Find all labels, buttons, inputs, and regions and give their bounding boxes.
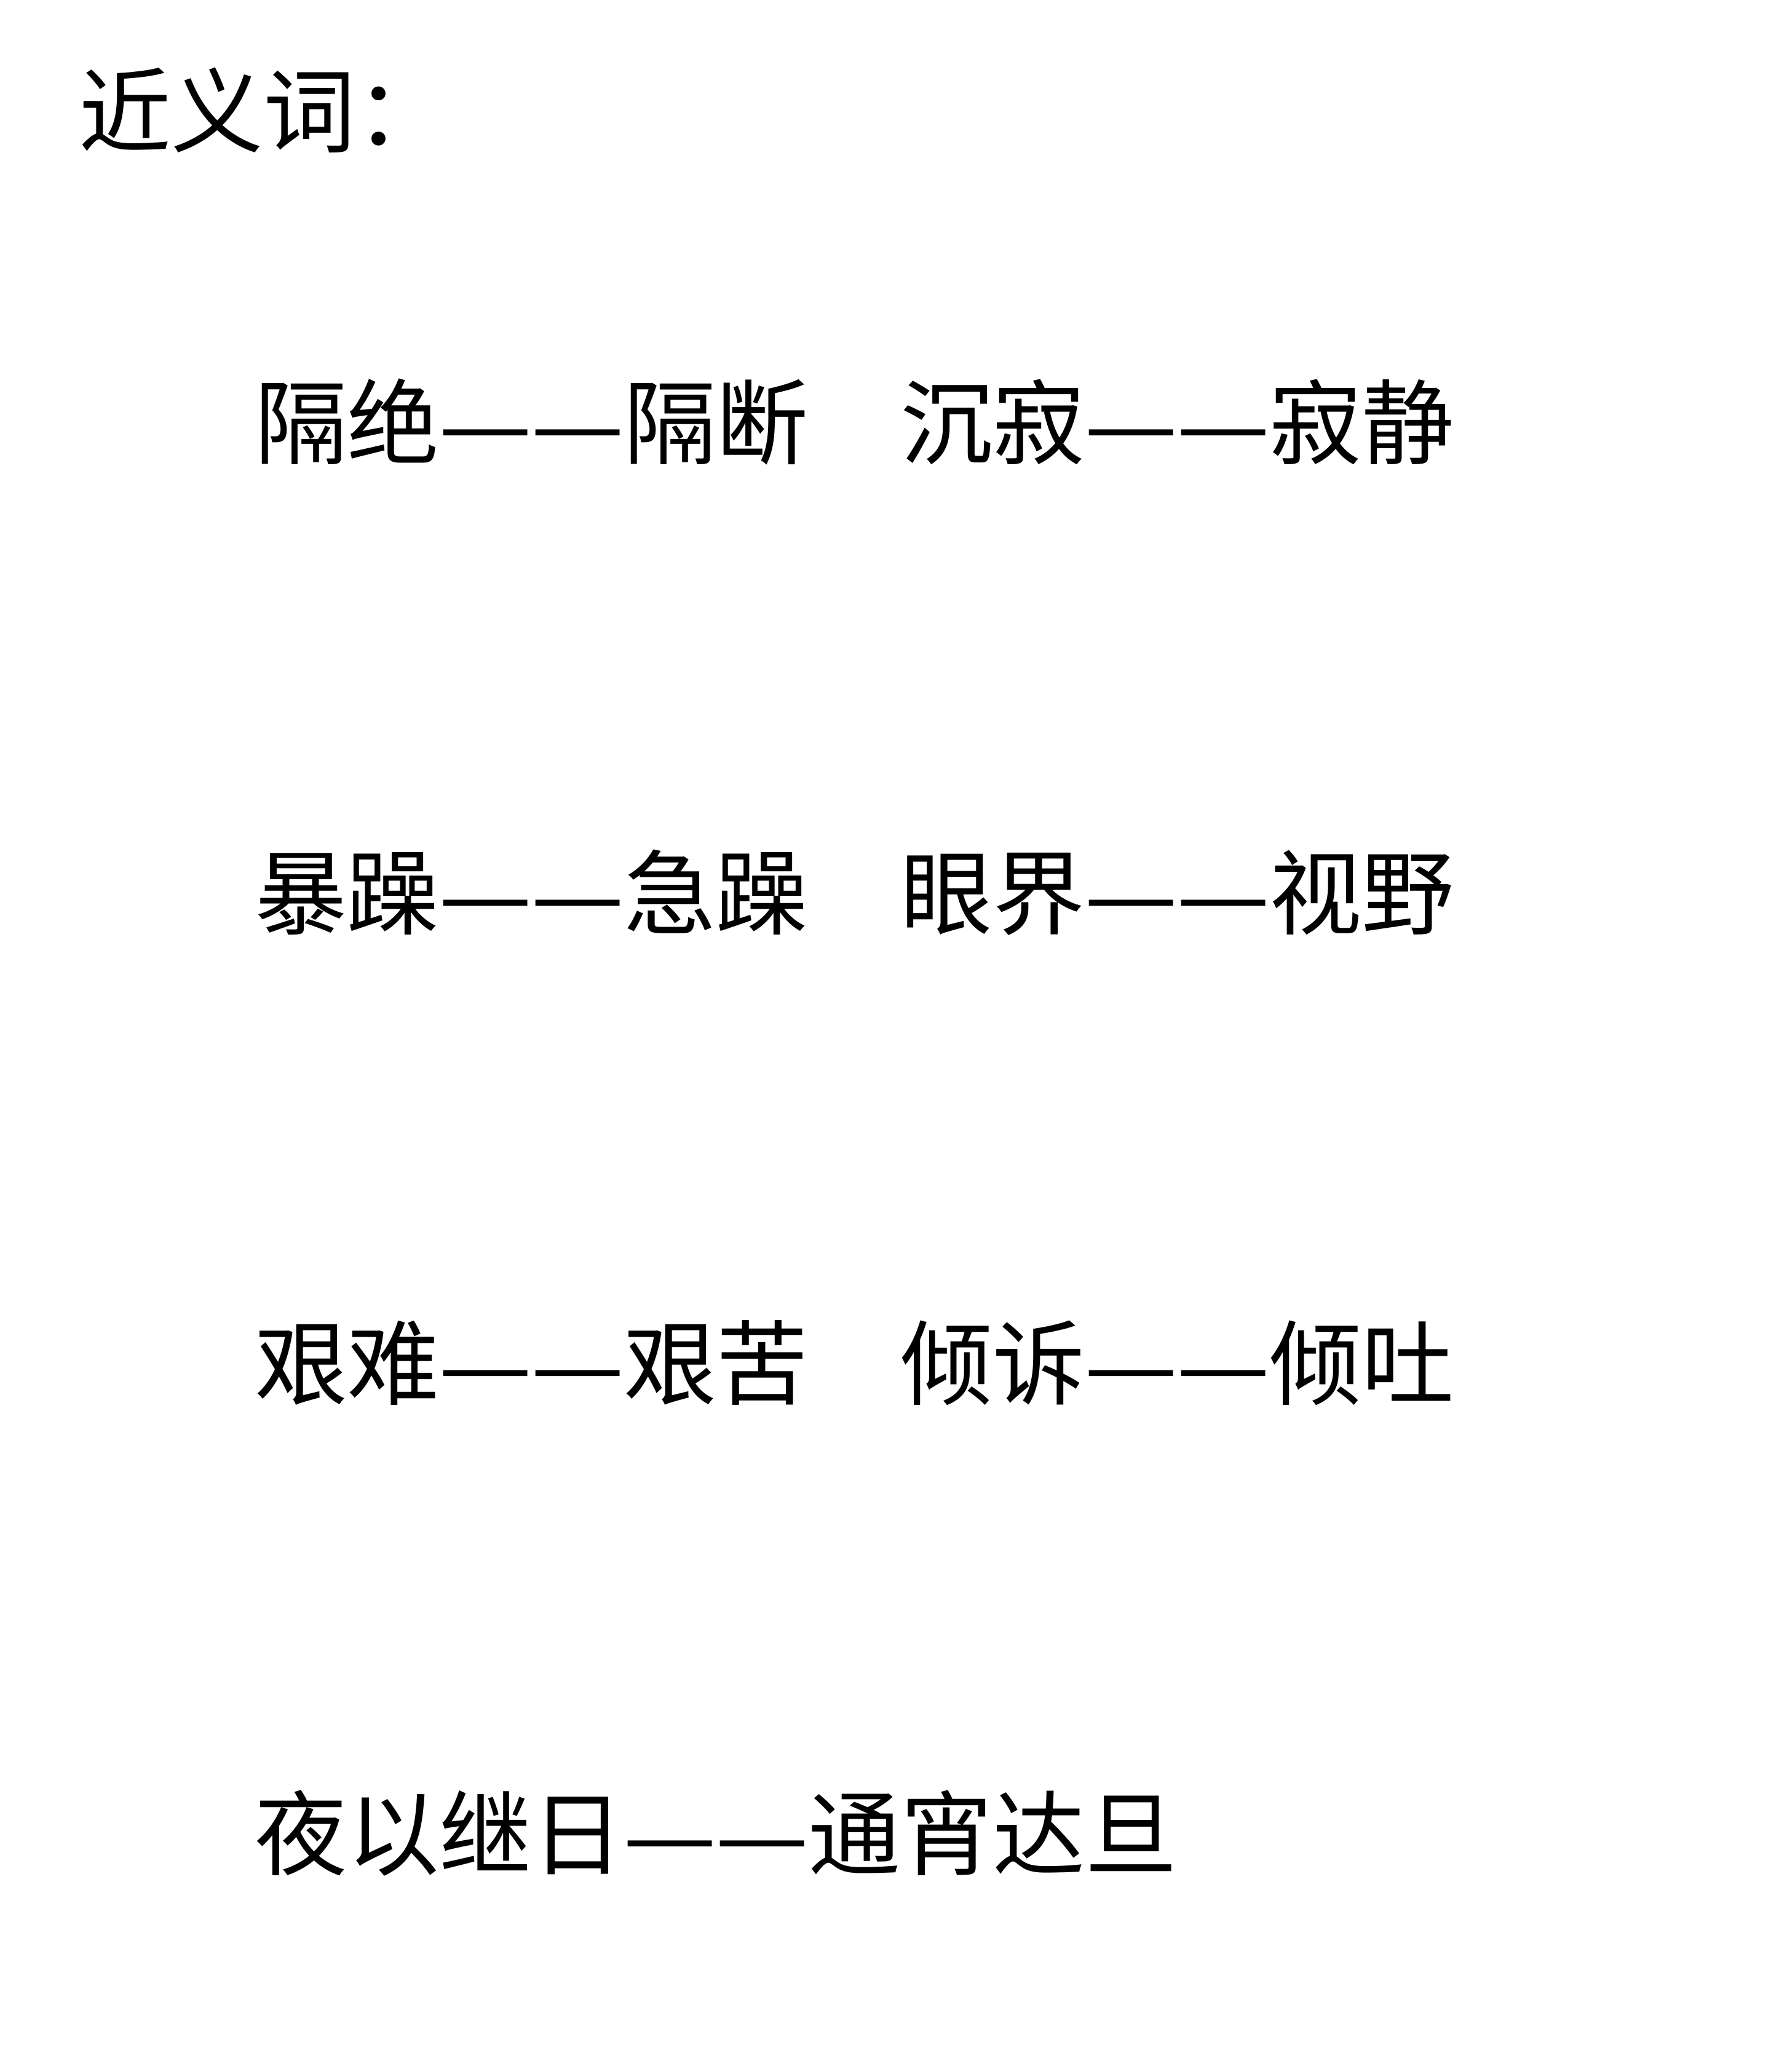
synonym-pair-4-left: 夜以继日——通宵达旦	[255, 1783, 1178, 1890]
slide-content-body: 近义词： 隔绝——隔断沉寂——寂静 暴躁——急躁眼界——视野 艰难——艰苦倾诉—…	[79, 37, 1739, 2072]
synonym-row-1: 隔绝——隔断沉寂——寂静	[79, 191, 1739, 661]
synonym-row-3: 艰难——艰苦倾诉——倾吐	[79, 1131, 1739, 1602]
synonym-pair-3-right: 倾诉——倾吐	[900, 1313, 1454, 1420]
synonym-row-4: 夜以继日——通宵达旦	[79, 1602, 1739, 2072]
synonym-pair-3-left: 艰难——艰苦	[255, 1313, 809, 1420]
synonym-pair-1-left: 隔绝——隔断	[255, 372, 809, 479]
synonym-row-2: 暴躁——急躁眼界——视野	[79, 661, 1739, 1131]
synonym-pair-1-right: 沉寂——寂静	[900, 372, 1454, 479]
slide-title: 近义词：	[79, 60, 448, 167]
slide-canvas: 近义词： 隔绝——隔断沉寂——寂静 暴躁——急躁眼界——视野 艰难——艰苦倾诉—…	[79, 60, 1454, 1890]
synonym-pair-2-left: 暴躁——急躁	[255, 842, 809, 949]
synonym-pair-2-right: 眼界——视野	[900, 842, 1454, 949]
